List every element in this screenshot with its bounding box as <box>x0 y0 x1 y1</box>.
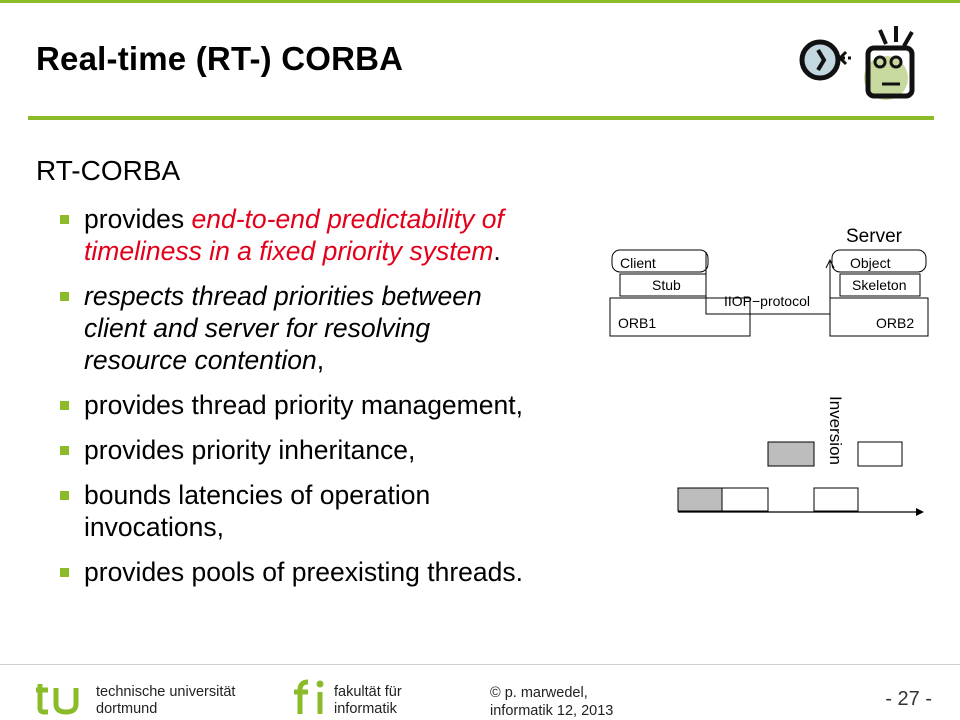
list-item: provides end-to-end predictability of ti… <box>54 203 634 267</box>
inversion-label: Inversion <box>826 396 845 465</box>
tu-dortmund-logo-icon <box>36 684 79 715</box>
object-box <box>831 249 927 273</box>
clock-face-logo-icon <box>799 26 915 100</box>
orb2-box <box>829 297 929 337</box>
bullet-list: provides end-to-end predictability of ti… <box>54 203 634 601</box>
bullet-square-icon <box>60 292 69 301</box>
list-item: provides thread priority management, <box>54 389 634 421</box>
protocol-label: IIOP−protocol <box>724 293 810 309</box>
arrowhead-icon <box>825 258 835 269</box>
list-item: bounds latencies of operation invocation… <box>54 479 634 543</box>
title-underline-rule <box>28 116 934 120</box>
blocked-high-priority-task <box>767 441 815 467</box>
list-item: provides pools of preexisting threads. <box>54 556 634 588</box>
bullet-square-icon <box>60 491 69 500</box>
orb2-label: ORB2 <box>876 315 914 331</box>
bullet-square-icon <box>60 401 69 410</box>
time-axis-arrow-icon <box>916 508 924 516</box>
server-label: Server <box>846 226 903 247</box>
bullet-square-icon <box>60 568 69 577</box>
orb1-box <box>609 297 751 337</box>
medium-priority-task <box>813 487 859 512</box>
protocol-line <box>705 252 831 315</box>
list-item: respects thread priorities between clien… <box>54 280 634 376</box>
faculty-informatik-logo-icon <box>294 679 324 714</box>
high-priority-task <box>857 441 903 467</box>
low-priority-task-locked <box>677 487 723 512</box>
top-accent-rule <box>0 0 960 3</box>
slide-title: Real-time (RT-) CORBA <box>36 40 404 77</box>
orb-architecture-diagram: Server Client Stub ORB1 IIOP−protocol Ob… <box>609 226 929 337</box>
faculty-name: fakultät für informatik <box>334 684 402 717</box>
bullet-square-icon <box>60 446 69 455</box>
list-item: provides priority inheritance, <box>54 434 634 466</box>
page-number: - 27 - <box>885 688 932 710</box>
client-label: Client <box>620 255 656 271</box>
author-credit: © p. marwedel, informatik 12, 2013 <box>490 685 614 719</box>
stub-label: Stub <box>652 277 681 293</box>
client-box <box>611 249 709 273</box>
low-priority-task <box>721 487 769 512</box>
bullet-square-icon <box>60 215 69 224</box>
skeleton-label: Skeleton <box>852 277 906 293</box>
priority-inversion-schedule: Inversion <box>677 396 924 516</box>
orb1-label: ORB1 <box>618 315 656 331</box>
university-name: technische universität dortmund <box>96 684 236 717</box>
footer-rule <box>0 664 960 665</box>
object-label: Object <box>850 255 891 271</box>
skeleton-box <box>839 273 921 297</box>
section-heading: RT-CORBA <box>36 155 181 186</box>
